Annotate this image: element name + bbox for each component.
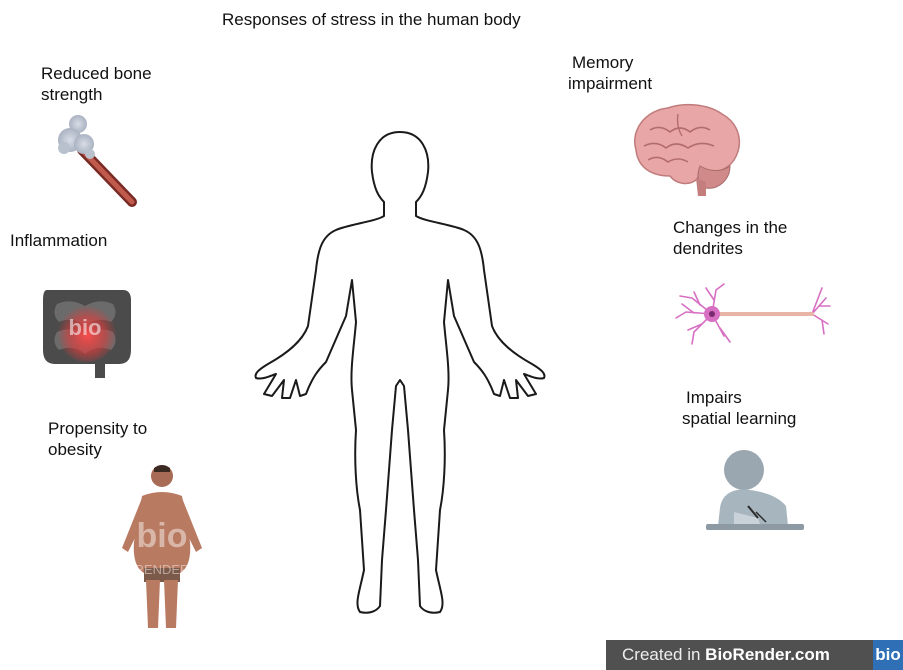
credit-prefix: Created in [622,645,705,664]
label-memory-impairment: Memory impairment [568,52,652,94]
biorender-credit-bar[interactable]: Created in BioRender.com bio [606,640,903,670]
bone-icon [50,110,150,210]
label-line: impairment [568,73,652,94]
label-line: Inflammation [10,230,107,251]
label-line: obesity [48,439,147,460]
diagram-title: Responses of stress in the human body [222,9,521,30]
label-line: Changes in the [673,217,787,238]
student-writing-icon [700,448,808,536]
obese-person-icon: bio RENDER [112,462,212,634]
label-line: Impairs [682,387,796,408]
label-impairs-spatial-learning: Impairs spatial learning [682,387,796,429]
svg-text:bio: bio [137,517,188,555]
biorender-logo: bio [873,640,903,670]
intestine-icon: bio [35,280,135,380]
label-line: strength [41,84,152,105]
label-reduced-bone-strength: Reduced bone strength [41,63,152,105]
credit-text: Created in BioRender.com [606,645,830,665]
brain-icon [626,100,744,200]
label-changes-in-dendrites: Changes in the dendrites [673,217,787,259]
label-line: Reduced bone [41,63,152,84]
label-propensity-to-obesity: Propensity to obesity [48,418,147,460]
credit-brand: BioRender.com [705,645,830,664]
label-line: spatial learning [682,408,796,429]
svg-text:RENDER: RENDER [135,562,190,577]
neuron-icon [672,280,832,350]
svg-text:bio: bio [69,315,102,340]
label-line: Memory [568,52,652,73]
human-body-outline [250,130,550,617]
label-inflammation: Inflammation [10,230,107,251]
label-line: Propensity to [48,418,147,439]
label-line: dendrites [673,238,787,259]
